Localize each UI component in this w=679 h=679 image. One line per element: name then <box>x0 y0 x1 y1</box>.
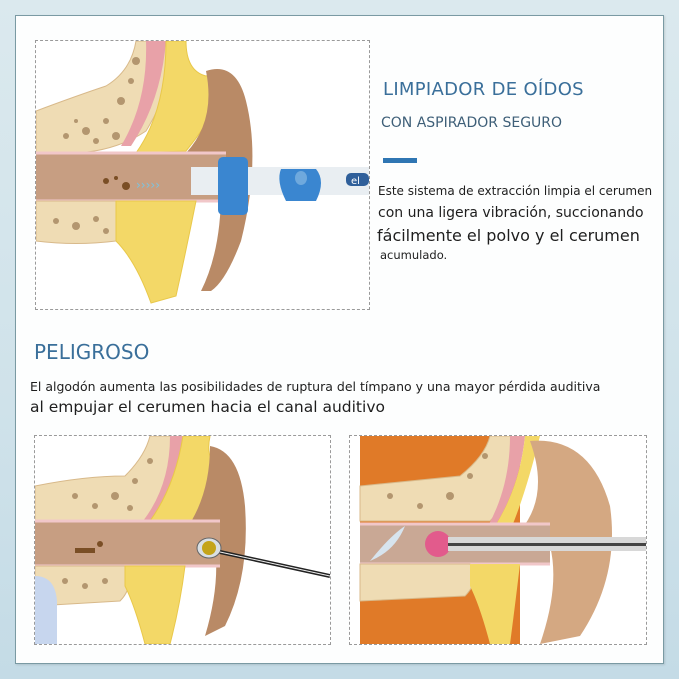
warning-line-2: al empujar el cerumen hacia el canal aud… <box>30 398 385 416</box>
svg-text:el: el <box>351 176 360 187</box>
vacuum-ear-cleaner-image: ››››› el <box>35 40 370 310</box>
cotton-swab-image <box>349 435 647 645</box>
warning-line-1: El algodón aumenta las posibilidades de … <box>30 379 601 394</box>
svg-text:›››››: ››››› <box>136 178 160 192</box>
product-subtitle: CON ASPIRADOR SEGURO <box>381 115 563 131</box>
warning-title: PELIGROSO <box>34 340 150 364</box>
product-title: LIMPIADOR DE OÍDOS <box>383 79 584 100</box>
description-line-4: acumulado. <box>380 248 448 262</box>
ear-scoop-illustration <box>35 436 330 644</box>
ear-scoop-image <box>34 435 331 645</box>
cotton-swab-illustration <box>359 436 646 644</box>
description-line-3: fácilmente el polvo y el cerumen <box>377 226 640 245</box>
accent-underline <box>383 158 417 163</box>
description-line-1: Este sistema de extracción limpia el cer… <box>378 184 653 198</box>
ear-vacuum-illustration: ››››› el <box>36 41 369 304</box>
description-line-2: con una ligera vibración, succionando <box>378 205 644 221</box>
